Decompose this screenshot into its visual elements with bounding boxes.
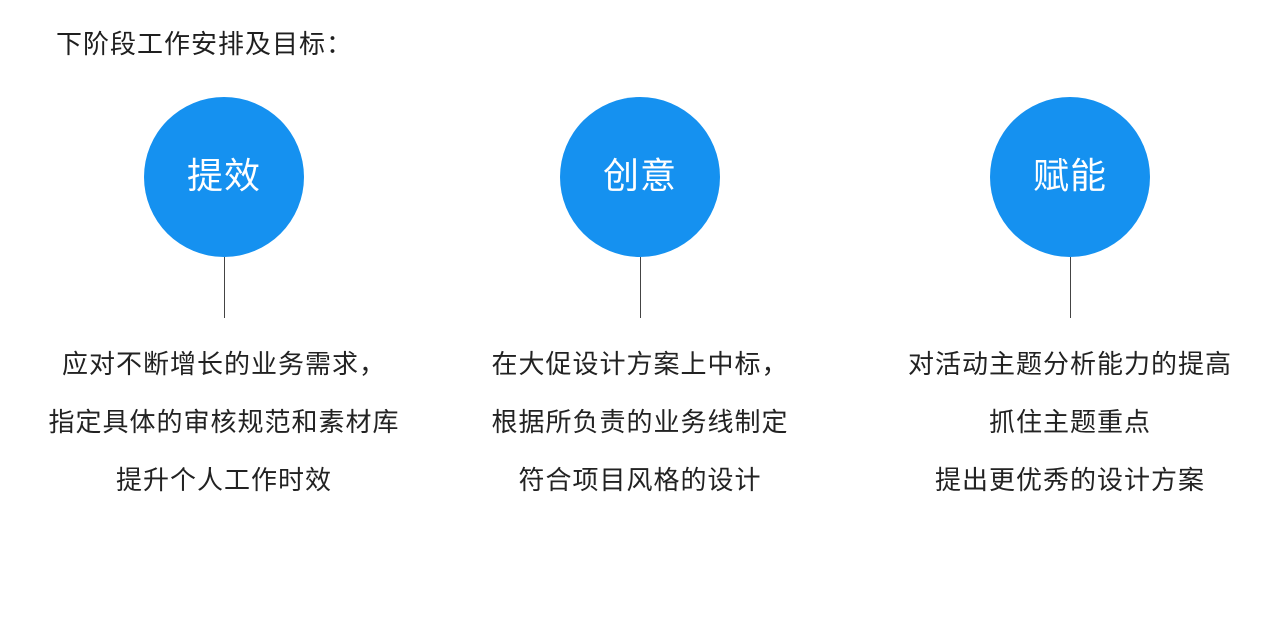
description-line: 提升个人工作时效 [115,466,332,496]
goal-circle: 赋能 [990,97,1150,257]
description-line: 应对不断增长的业务需求， [61,350,386,380]
goal-description: 应对不断增长的业务需求， 指定具体的审核规范和素材库 提升个人工作时效 [14,336,434,510]
goal-column-efficiency: 提效 应对不断增长的业务需求， 指定具体的审核规范和素材库 提升个人工作时效 [14,0,434,644]
connector-line [223,257,225,318]
description-line: 提出更优秀的设计方案 [934,466,1205,496]
goal-description: 在大促设计方案上中标， 根据所负责的业务线制定 符合项目风格的设计 [430,336,850,510]
goal-circle: 提效 [144,97,304,257]
goal-column-empowerment: 赋能 对活动主题分析能力的提高 抓住主题重点 提出更优秀的设计方案 [860,0,1280,644]
description-line: 对活动主题分析能力的提高 [907,350,1232,380]
connector-line [1069,257,1071,318]
page-title: 下阶段工作安排及目标： [56,30,354,60]
goal-label: 提效 [186,156,261,197]
goal-label: 赋能 [1032,156,1107,197]
connector-line [639,257,641,318]
description-line: 根据所负责的业务线制定 [491,408,789,438]
description-line: 符合项目风格的设计 [518,466,762,496]
goal-column-creativity: 创意 在大促设计方案上中标， 根据所负责的业务线制定 符合项目风格的设计 [430,0,850,644]
description-line: 在大促设计方案上中标， [491,350,789,380]
goal-circle: 创意 [560,97,720,257]
description-line: 指定具体的审核规范和素材库 [48,408,400,438]
goal-description: 对活动主题分析能力的提高 抓住主题重点 提出更优秀的设计方案 [860,336,1280,510]
goal-label: 创意 [602,156,677,197]
description-line: 抓住主题重点 [988,408,1151,438]
